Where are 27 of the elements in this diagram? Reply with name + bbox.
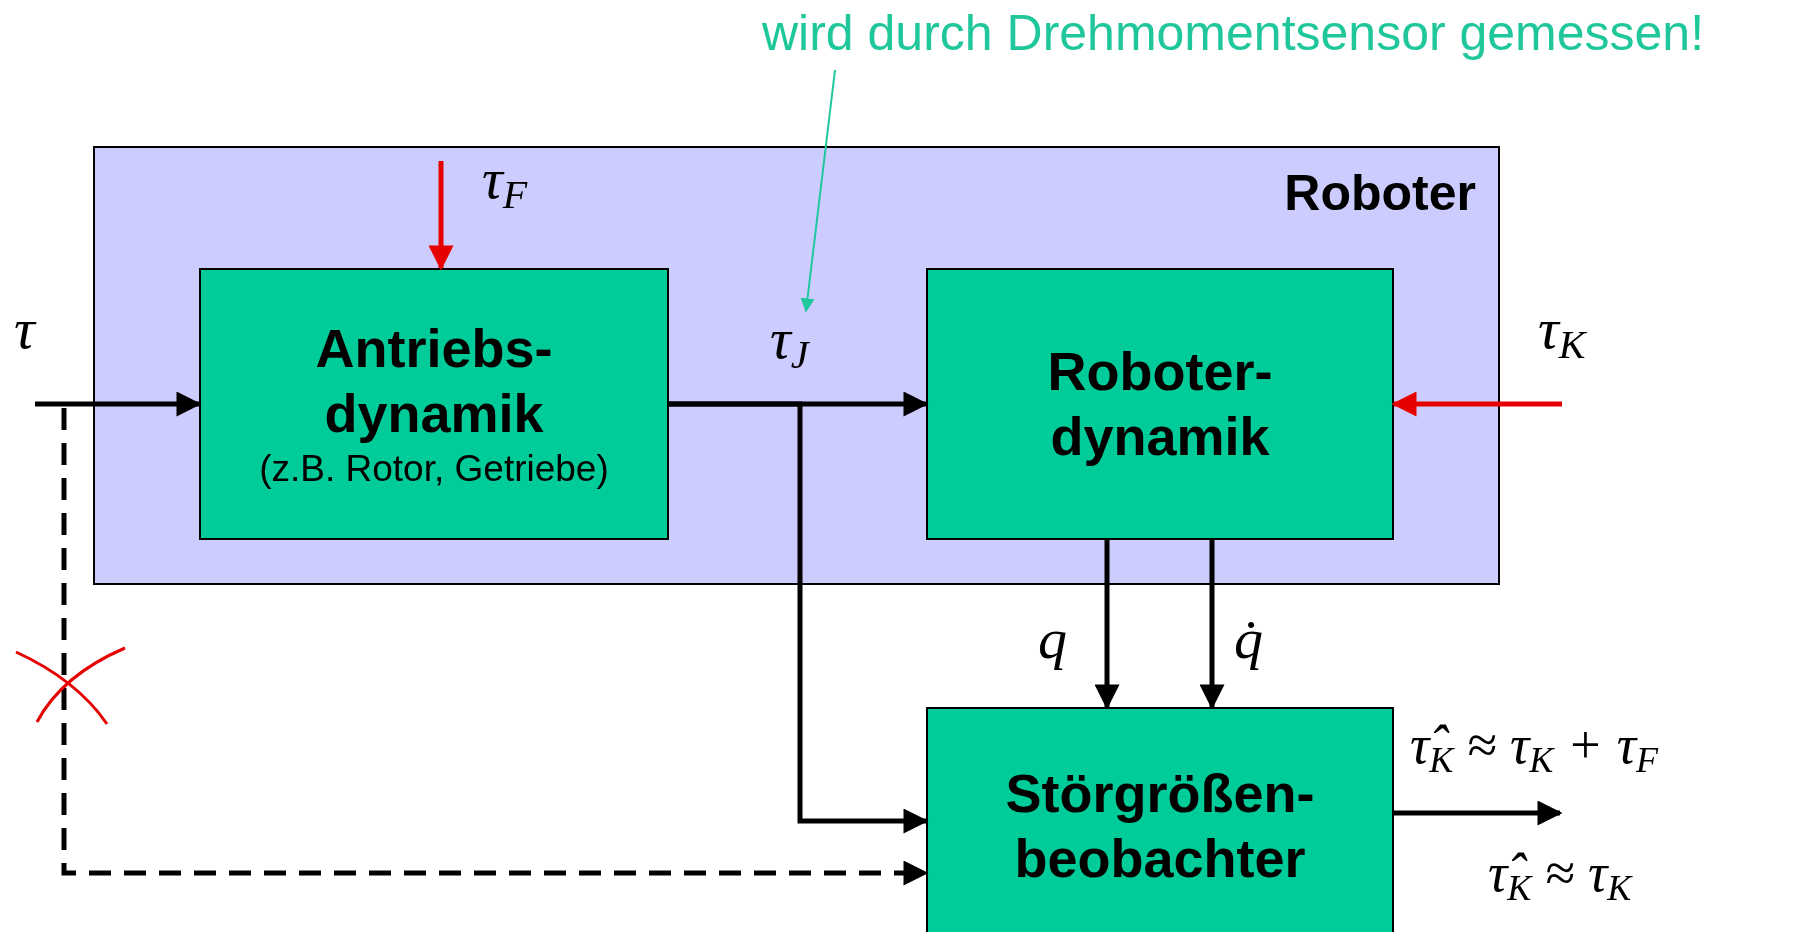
block-subtitle: (z.B. Rotor, Getriebe)	[259, 446, 609, 491]
signal-label: q	[1038, 610, 1067, 668]
panel-title: Roboter	[1284, 168, 1476, 218]
signal-label: τ$_{F}$	[482, 150, 528, 208]
block-title: Roboter- dynamik	[1046, 340, 1274, 468]
dashed-arrow	[61, 408, 929, 886]
arrow	[1394, 800, 1563, 826]
formula-label: τ̂$_{K}$ ≈ τ$_{K}$	[1488, 846, 1632, 900]
block-title: Störgrößen- beobachter	[1004, 762, 1316, 890]
arrow	[1094, 540, 1120, 710]
signal-label: τ$_{J}$	[770, 310, 809, 368]
block-box	[926, 268, 1394, 540]
block-box	[926, 707, 1394, 932]
system-panel	[93, 146, 1500, 585]
formula-label: τ̂$_{K}$ ≈ τ$_{K}$ + τ$_{F}$	[1410, 718, 1659, 772]
arrow	[1391, 391, 1562, 417]
signal-label: q̇	[1234, 610, 1263, 668]
arrow	[428, 161, 454, 271]
leader-line	[800, 69, 836, 313]
block-title: Antriebs- dynamik	[314, 317, 554, 445]
annotation-text: wird durch Drehmomentsensor gemessen!	[762, 8, 1705, 58]
arrow	[669, 401, 929, 834]
block-box	[199, 268, 669, 540]
signal-label: τ$_{K}$	[1538, 300, 1586, 358]
signal-label: τ	[14, 300, 35, 358]
arrow	[35, 391, 202, 417]
arrow	[1199, 540, 1225, 710]
